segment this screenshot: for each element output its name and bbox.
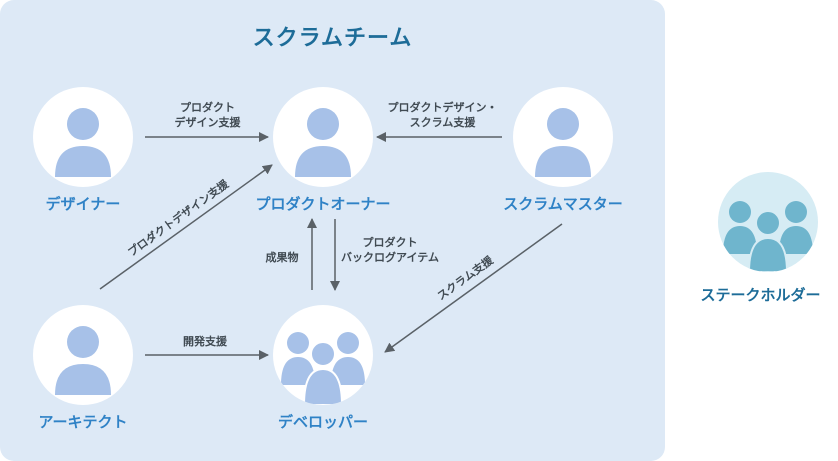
- product-owner-avatar: [273, 87, 373, 187]
- arrow-architect-to-po: [99, 164, 273, 290]
- stakeholder-avatar: [718, 172, 818, 272]
- group-icon: [281, 332, 365, 405]
- architect-label: アーキテクト: [38, 413, 128, 431]
- label-po-to-dev: プロダクト バックログアイテム: [341, 236, 439, 264]
- label-sm-to-po: プロダクトデザイン・ スクラム支援: [387, 101, 498, 129]
- label-dev-to-po: 成果物: [265, 251, 299, 264]
- product-owner-label: プロダクトオーナー: [255, 195, 391, 213]
- label-designer-to-po: プロダクト デザイン支援: [174, 101, 241, 129]
- arrow-sm-to-dev: [384, 223, 563, 353]
- label-architect-to-dev: 開発支援: [183, 335, 227, 348]
- architect-avatar: [33, 305, 133, 405]
- person-icon: [535, 108, 591, 177]
- scrum-master-avatar: [513, 87, 613, 187]
- person-icon: [55, 326, 111, 395]
- team-title: スクラムチーム: [252, 26, 413, 51]
- stakeholder-label: ステークホルダー: [700, 286, 821, 304]
- person-icon: [55, 108, 111, 177]
- designer-avatar: [33, 87, 133, 187]
- designer-label: デザイナー: [45, 195, 121, 213]
- developer-avatar: [273, 305, 373, 405]
- person-icon: [295, 108, 351, 177]
- developer-label: デベロッパー: [277, 413, 368, 431]
- scrum-master-label: スクラムマスター: [503, 195, 623, 213]
- group-icon: [723, 201, 813, 272]
